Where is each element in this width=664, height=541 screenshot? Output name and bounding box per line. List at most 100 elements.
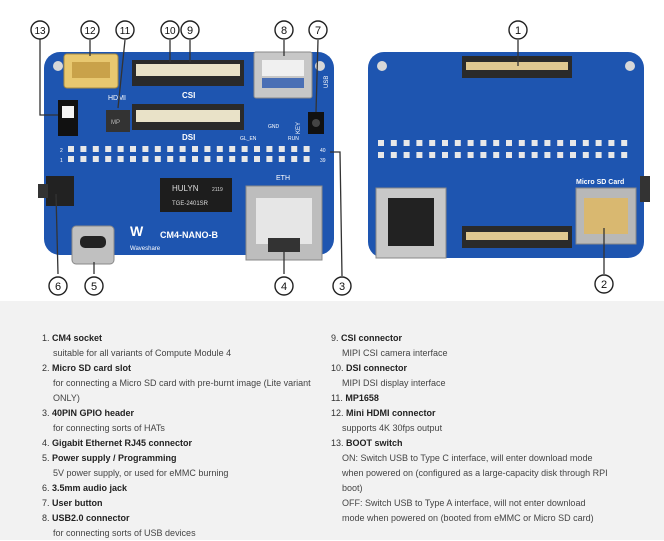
gpio-pin xyxy=(216,156,223,162)
legend-item-number: 11. xyxy=(331,393,346,403)
gpio-pin xyxy=(266,146,273,152)
legend-item-label: MP1658 xyxy=(345,393,379,403)
legend-item-label: CSI connector xyxy=(341,333,403,343)
gpio-pin xyxy=(506,140,512,146)
legend-item-number: 3. xyxy=(42,408,53,418)
legend-item-number: 10. xyxy=(331,363,347,373)
callout-circle xyxy=(274,20,294,40)
legend-item-label: Mini HDMI connector xyxy=(346,408,436,418)
gpio-pin xyxy=(429,140,436,146)
front-board: HDMI MP CSI DSI GL_EN GND RUN USB KEY 2 … xyxy=(38,51,334,265)
legend-item-label: Gigabit Ethernet RJ45 connector xyxy=(52,438,193,448)
legend-item-label: 40PIN GPIO header xyxy=(52,408,135,418)
legend-item-title: 13. BOOT switch xyxy=(331,436,616,451)
callout-number: 4 xyxy=(281,281,287,293)
callout-number: 5 xyxy=(91,281,97,293)
chip-line3: TGE-2401SR xyxy=(172,201,209,207)
gpio-pin xyxy=(544,152,551,158)
back-board: Micro SD Card xyxy=(368,52,650,259)
gpio-pin xyxy=(204,146,211,152)
gpio-pin xyxy=(442,152,448,158)
gpio-pin xyxy=(608,152,615,158)
csi-label: CSI xyxy=(182,91,195,100)
callout-number: 6 xyxy=(55,281,61,293)
brand-sub-label: Waveshare xyxy=(130,246,161,252)
board-diagram-svg: HDMI MP CSI DSI GL_EN GND RUN USB KEY 2 … xyxy=(30,20,650,296)
gpio-pin xyxy=(544,140,551,146)
board-illustration: HDMI MP CSI DSI GL_EN GND RUN USB KEY 2 … xyxy=(30,20,650,296)
gpio-pin xyxy=(117,146,124,152)
gpio-pin xyxy=(105,156,112,162)
callout-number: 7 xyxy=(315,25,321,37)
gpio-pin xyxy=(429,152,436,158)
key-label: KEY xyxy=(296,122,302,134)
gpio-pin xyxy=(68,146,74,152)
gpio-pin xyxy=(480,140,487,146)
gpio-pin xyxy=(167,156,174,162)
gpio-pin xyxy=(582,152,589,158)
callout-circle xyxy=(274,276,294,296)
gpio-pin xyxy=(518,140,525,146)
gpio-pin xyxy=(506,152,512,158)
gpio-pin xyxy=(130,156,136,162)
legend-item-desc: supports 4K 30fps output xyxy=(342,423,443,433)
legend-item-title: 9. CSI connector xyxy=(331,331,616,346)
legend-item-title: 7. User button xyxy=(42,496,332,511)
legend-item-number: 5. xyxy=(42,453,53,463)
gpio-pin xyxy=(105,146,112,152)
gpio-pin xyxy=(595,140,602,146)
callout-circle xyxy=(594,274,614,294)
legend-item-desc: mode when powered on (booted from eMMC o… xyxy=(342,513,594,523)
gpio-pin xyxy=(454,152,461,158)
gpio-pin xyxy=(130,146,136,152)
gpio-pin xyxy=(531,152,538,158)
gpio-pin xyxy=(92,146,99,152)
gpio-pin xyxy=(303,146,310,152)
gpio-pin xyxy=(154,146,161,152)
svg-text:MP: MP xyxy=(111,120,120,126)
gpio-pin xyxy=(291,156,298,162)
callout-number: 10 xyxy=(164,26,176,37)
legend-item-label: Power supply / Programming xyxy=(52,453,177,463)
gpio-header-front xyxy=(68,146,310,162)
legend-item-number: 7. xyxy=(42,498,53,508)
gpio-pin xyxy=(531,140,538,146)
gpio-pin xyxy=(621,140,628,146)
callout-circle xyxy=(30,20,50,40)
legend-item-title: 8. USB2.0 connector xyxy=(42,511,332,526)
callout-circle xyxy=(160,20,180,40)
legend-item-label: BOOT switch xyxy=(346,438,403,448)
gpio-pin xyxy=(241,156,248,162)
gpio-pin xyxy=(570,140,576,146)
gpio-pin xyxy=(557,140,564,146)
gpio-pin xyxy=(278,156,285,162)
gpio-pin xyxy=(390,152,397,158)
callout-circle xyxy=(308,20,328,40)
gpio-pin xyxy=(595,152,602,158)
gpio-pin xyxy=(241,146,248,152)
callout-circle xyxy=(80,20,100,40)
gpio-pin xyxy=(117,156,124,162)
usb-label: USB xyxy=(324,76,330,88)
gpio-pin xyxy=(480,152,487,158)
callout-number: 1 xyxy=(515,25,521,37)
callout-circle xyxy=(115,20,135,40)
eth-label: ETH xyxy=(276,175,290,182)
gpio-pin xyxy=(493,140,500,146)
legend-item-desc: ON: Switch USB to Type C interface, will… xyxy=(342,453,593,463)
legend-item-desc: ONLY) xyxy=(53,393,80,403)
gpio-pin xyxy=(167,146,174,152)
legend-item-label: DSI connector xyxy=(346,363,408,373)
gpio-pin xyxy=(254,156,260,162)
legend-item-desc: when powered on (configured as a large-c… xyxy=(342,468,608,478)
gpio-pin xyxy=(80,156,87,162)
legend-item-desc: for connecting a Micro SD card with pre-… xyxy=(53,378,311,388)
callout-circle xyxy=(180,20,200,40)
legend-item-label: USB2.0 connector xyxy=(52,513,130,523)
legend-item-desc: for connecting sorts of USB devices xyxy=(53,528,196,538)
